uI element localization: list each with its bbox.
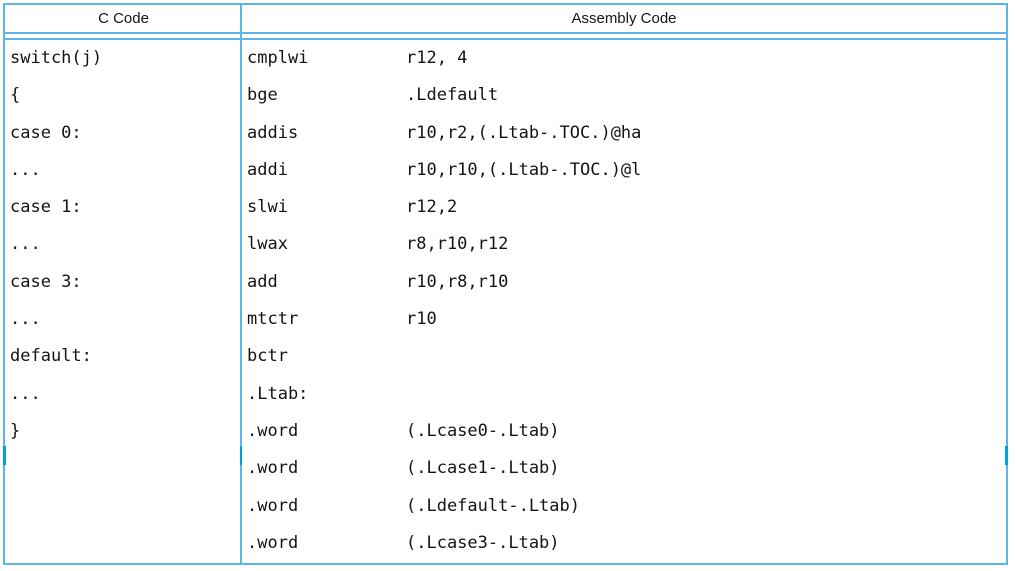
- assembly-code-column-header: Assembly Code: [571, 10, 677, 27]
- c-code-line: default:: [10, 346, 92, 367]
- assembly-operands: r12,2: [406, 197, 458, 218]
- assembly-operands: r10,r8,r10: [406, 271, 509, 292]
- header-separator-line-bottom: [3, 38, 1008, 40]
- c-code-line: case 0:: [10, 122, 82, 143]
- header-separator-line-top: [3, 32, 1008, 34]
- assembly-operands: (.Ldefault-.Ltab): [406, 495, 580, 516]
- assembly-mnemonic: .word: [247, 495, 299, 516]
- row-boundary-mark-left: [3, 446, 6, 465]
- assembly-operands: r10,r2,(.Ltab-.TOC.)@ha: [406, 122, 642, 143]
- assembly-operands: .Ldefault: [406, 85, 499, 106]
- column-divider: [240, 3, 242, 565]
- c-code-column: switch(j) { case 0: ... case 1: ... case…: [5, 40, 240, 563]
- c-code-line: }: [10, 420, 21, 441]
- assembly-operands: r10: [406, 309, 437, 330]
- assembly-mnemonic: add: [247, 271, 278, 292]
- assembly-mnemonic: cmplwi: [247, 48, 309, 68]
- assembly-operands: r10,r10,(.Ltab-.TOC.)@l: [406, 159, 642, 180]
- table-header-row: C Code Assembly Code: [5, 5, 1006, 32]
- assembly-mnemonic: addis: [247, 122, 299, 143]
- assembly-mnemonic: .word: [247, 532, 299, 553]
- assembly-mnemonic: .word: [247, 458, 299, 479]
- assembly-operands: r12, 4: [406, 48, 468, 68]
- c-code-line: ...: [10, 234, 41, 255]
- c-code-column-header: C Code: [98, 10, 149, 27]
- assembly-line: .word (.Lcase3-.Ltab): [247, 525, 1006, 562]
- assembly-mnemonic: lwax: [247, 234, 288, 255]
- assembly-line: lwax r8,r10,r12: [247, 226, 1006, 263]
- row-boundary-mark-middle: [240, 446, 242, 465]
- assembly-mnemonic: slwi: [247, 197, 288, 218]
- assembly-line: .word (.Ldefault-.Ltab): [247, 488, 1006, 525]
- assembly-operands: (.Lcase3-.Ltab): [406, 532, 560, 553]
- assembly-mnemonic: bge: [247, 85, 278, 106]
- assembly-line: mtctr r10: [247, 301, 1006, 338]
- assembly-line: .word (.Lcase0-.Ltab): [247, 413, 1006, 450]
- code-comparison-table: C Code Assembly Code switch(j) { case 0:…: [3, 3, 1008, 565]
- c-code-line: ...: [10, 159, 41, 180]
- assembly-operands: (.Lcase0-.Ltab): [406, 420, 560, 441]
- c-code-line: ...: [10, 383, 41, 404]
- c-code-line: {: [10, 85, 21, 106]
- assembly-line: .Ltab:: [247, 376, 1006, 413]
- assembly-line: bctr: [247, 338, 1006, 375]
- assembly-operands: r8,r10,r12: [406, 234, 509, 255]
- assembly-line: .word (.Lcase1-.Ltab): [247, 450, 1006, 487]
- assembly-mnemonic: .Ltab:: [247, 383, 309, 404]
- assembly-line: addis r10,r2,(.Ltab-.TOC.)@ha: [247, 115, 1006, 152]
- assembly-line: bge .Ldefault: [247, 77, 1006, 114]
- assembly-line: slwi r12,2: [247, 189, 1006, 226]
- c-code-line: case 1:: [10, 197, 82, 218]
- assembly-mnemonic: bctr: [247, 346, 288, 367]
- c-code-line: ...: [10, 309, 41, 330]
- assembly-operands: (.Lcase1-.Ltab): [406, 458, 560, 479]
- assembly-code-column: cmplwi r12, 4 bge .Ldefault addis r10,r2,(.…: [242, 40, 1006, 563]
- assembly-mnemonic: addi: [247, 159, 288, 180]
- assembly-mnemonic: .word: [247, 420, 299, 441]
- row-boundary-mark-right: [1005, 446, 1008, 465]
- c-code-line: case 3:: [10, 271, 82, 292]
- assembly-mnemonic: mtctr: [247, 309, 299, 330]
- c-code-line: switch(j): [10, 48, 103, 68]
- assembly-line: cmplwi r12, 4: [247, 40, 1006, 77]
- assembly-line: add r10,r8,r10: [247, 264, 1006, 301]
- assembly-line: addi r10,r10,(.Ltab-.TOC.)@l: [247, 152, 1006, 189]
